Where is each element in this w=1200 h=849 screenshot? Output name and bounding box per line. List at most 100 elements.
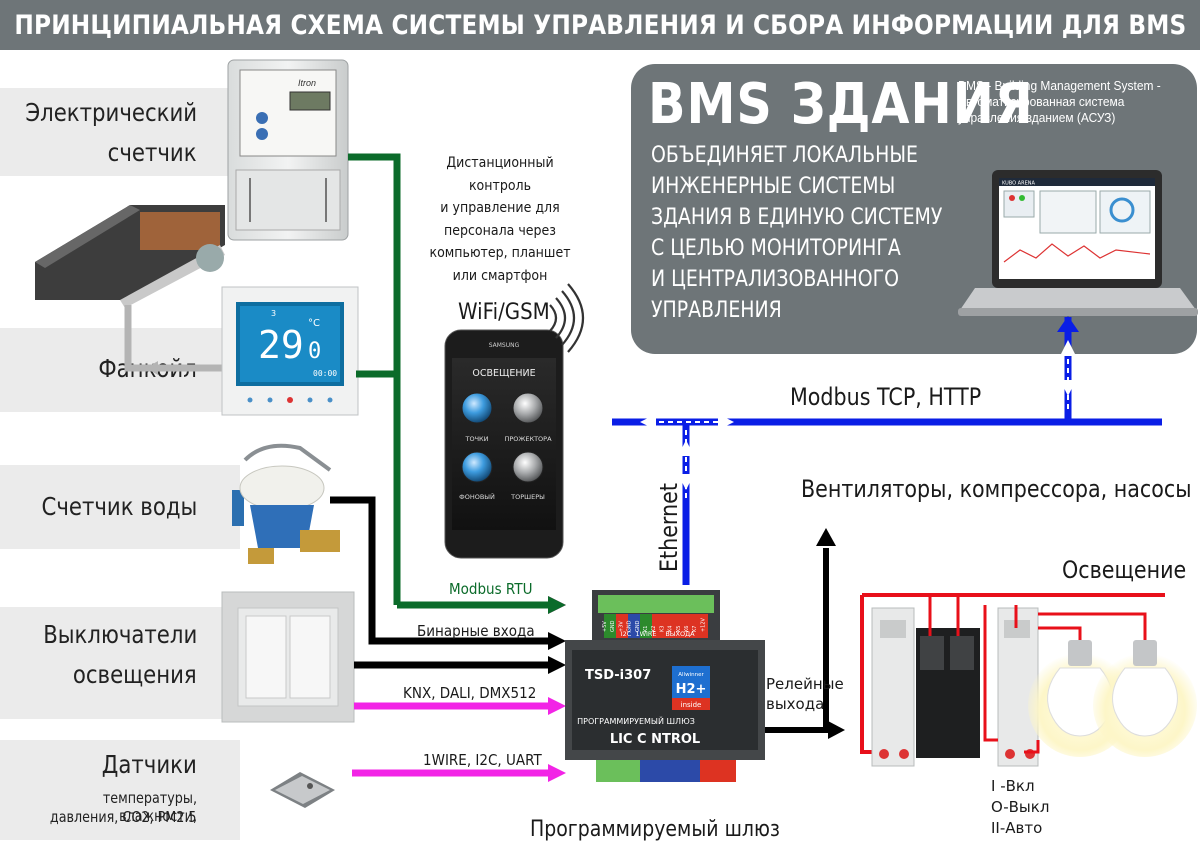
- phone-button-floorlamps[interactable]: [512, 451, 544, 483]
- bms-subtitle-line: Автоматизированная система: [958, 94, 1125, 109]
- gateway-pin-label: GND: [610, 620, 616, 632]
- page-title: ПРИНЦИПИАЛЬНАЯ СХЕМА СИСТЕМЫ УПРАВЛЕНИЯ …: [13, 9, 1187, 41]
- laptop-image: KUBO ARENA: [958, 170, 1198, 316]
- phone-button-background[interactable]: [461, 451, 493, 483]
- gateway-pin-label: +3V: [618, 621, 624, 632]
- remote-line: компьютер, планшет: [429, 245, 571, 261]
- band-sensors: [0, 740, 240, 840]
- gateway-pin-label: K4: [668, 626, 674, 632]
- relay-legend-item: O-Выкл: [991, 798, 1050, 816]
- sensors-label: Датчики: [101, 750, 197, 779]
- light-bulb-2: [1093, 640, 1197, 757]
- gateway-caption: Программируемый шлюз: [530, 817, 780, 842]
- lighting-label: Освещение: [1062, 556, 1187, 584]
- gateway-pin-label: GND: [635, 620, 641, 632]
- band-switches: [0, 607, 240, 719]
- electric-meter-image: Itron: [227, 59, 349, 241]
- title-bar: ПРИНЦИПИАЛЬНАЯ СХЕМА СИСТЕМЫ УПРАВЛЕНИЯ …: [0, 0, 1200, 50]
- ventilation-label: Вентиляторы, компрессора, насосы: [801, 475, 1192, 503]
- relay-legend-item: II-Авто: [991, 819, 1043, 837]
- gateway-pin-label: +12V: [700, 617, 706, 632]
- gateway-pin-label: K2: [651, 626, 657, 632]
- phone-brand: SAMSUNG: [489, 342, 520, 349]
- water-meter-label: Счетчик воды: [41, 492, 197, 521]
- remote-line: и управление для: [440, 200, 560, 216]
- meter-label-2: счетчик: [108, 138, 197, 167]
- remote-control-caption: Дистанционный контроль и управление для …: [420, 152, 580, 287]
- bms-subtitle-line: BMS - Building Management System -: [958, 78, 1161, 93]
- knx-bus-arrow: [548, 697, 566, 715]
- meter-brand: Itron: [298, 78, 316, 88]
- light-switch-image: [221, 591, 355, 723]
- relay-legend-item: I -Вкл: [991, 777, 1035, 795]
- gateway-chip-line3: inside: [681, 701, 702, 709]
- phone-button-label: ТОРШЕРЫ: [510, 493, 545, 501]
- thermostat-temperature: 29: [258, 323, 304, 367]
- gateway-pin-label: K6: [684, 626, 690, 632]
- bms-description-line: С ЦЕЛЬЮ МОНИТОРИНГА: [651, 236, 901, 261]
- modbus-rtu-arrow: [548, 596, 566, 614]
- gateway-chip-line1: Allwinner: [678, 672, 704, 678]
- gateway-pin-label: K7: [692, 626, 698, 632]
- bms-description-line: ИНЖЕНЕРНЫЕ СИСТЕМЫ: [651, 174, 896, 199]
- lighting-panel: [860, 593, 1165, 767]
- fancoil-feedback-arrow: [124, 305, 222, 375]
- meter-label-1: Электрический: [25, 98, 197, 127]
- binary-inputs-label: Бинарные входа: [417, 622, 535, 640]
- bms-description: ОБЪЕДИНЯЕТ ЛОКАЛЬНЫЕ ИНЖЕНЕРНЫЕ СИСТЕМЫ …: [651, 140, 990, 326]
- bms-description-line: ОБЪЕДИНЯЕТ ЛОКАЛЬНЫЕ: [651, 143, 918, 168]
- switches-label-2: освещения: [73, 660, 197, 689]
- thermostat-decimal: 0: [308, 339, 321, 364]
- remote-line: персонала через: [443, 222, 557, 239]
- relay-outputs-label: Релейные выхода: [766, 674, 844, 714]
- wifi-signal-icon: [549, 283, 585, 353]
- thermostat-time: 00:00: [313, 369, 337, 378]
- gateway-type: ПРОГРАММИРУЕМЫЙ ШЛЮЗ: [577, 715, 695, 726]
- phone-button-label: ТОЧКИ: [464, 435, 488, 443]
- laptop-app-title: KUBO ARENA: [1002, 181, 1035, 187]
- gateway-port-label: ВЫХОДА: [665, 630, 695, 638]
- switches-label-1: Выключатели: [42, 620, 197, 649]
- wifi-label: WiFi/GSM: [458, 300, 550, 325]
- relay-outputs-line: Релейные: [766, 675, 844, 693]
- gateway-pin-label: K5: [676, 626, 682, 632]
- modbus-rtu-wires: [348, 153, 548, 609]
- bms-description-line: И ЦЕНТРАЛИЗОВАННОГО: [651, 267, 900, 292]
- bms-subtitle-line: управления зданием (АСУЗ): [958, 110, 1116, 125]
- bms-description-line: ЗДАНИЯ В ЕДИНУЮ СИСТЕМУ: [651, 205, 943, 230]
- phone-screen-title: ОСВЕЩЕНИЕ: [472, 368, 535, 379]
- sensors-sub-label-2: давления, CO2, PM2.5: [50, 808, 197, 826]
- gateway-brand: LIC C NTROL: [610, 732, 700, 747]
- modbus-tcp-label: Modbus TCP, HTTP: [790, 383, 982, 411]
- knx-label: KNX, DALI, DMX512: [403, 684, 537, 702]
- binary-input-wires: [330, 496, 548, 669]
- band-water: [0, 465, 240, 549]
- gateway-pin-label: GND: [627, 620, 633, 632]
- band-meter: [0, 88, 240, 176]
- relay-outputs-line: выхода: [766, 695, 825, 713]
- thermostat-unit: °C: [308, 318, 320, 329]
- bms-subtitle: BMS - Building Management System - Автом…: [958, 78, 1193, 126]
- relay-output-arrows: [764, 528, 845, 739]
- thermostat-mode: 3: [271, 309, 276, 318]
- gateway-pin-label: +5V: [602, 621, 608, 632]
- remote-line: или смартфон: [452, 267, 548, 284]
- sensor-image: [270, 772, 335, 808]
- sensors-sub-label-1: температуры, влажности,: [102, 789, 197, 825]
- phone-button-label: ПРОЖЕКТОРА: [504, 435, 552, 443]
- gateway-chip-line2: H2+: [676, 682, 707, 697]
- gateway-port-label: 1WIRE: [635, 630, 656, 638]
- ethernet-label: Ethernet: [655, 483, 683, 572]
- phone-button-points[interactable]: [461, 392, 493, 424]
- water-meter-image: [232, 443, 340, 564]
- phone-button-spotlights[interactable]: [512, 392, 544, 424]
- onewire-label: 1WIRE, I2C, UART: [423, 751, 542, 769]
- fancoil-image: [35, 205, 225, 308]
- binary-input-arrow-2: [548, 656, 566, 674]
- gateway-pin-label: K3: [659, 626, 665, 632]
- modbus-rtu-label: Modbus RTU: [449, 580, 533, 598]
- binary-input-arrow-1: [548, 632, 566, 650]
- gateway-port-label: I2C: [621, 630, 632, 638]
- gateway-model: TSD-i307: [585, 668, 651, 683]
